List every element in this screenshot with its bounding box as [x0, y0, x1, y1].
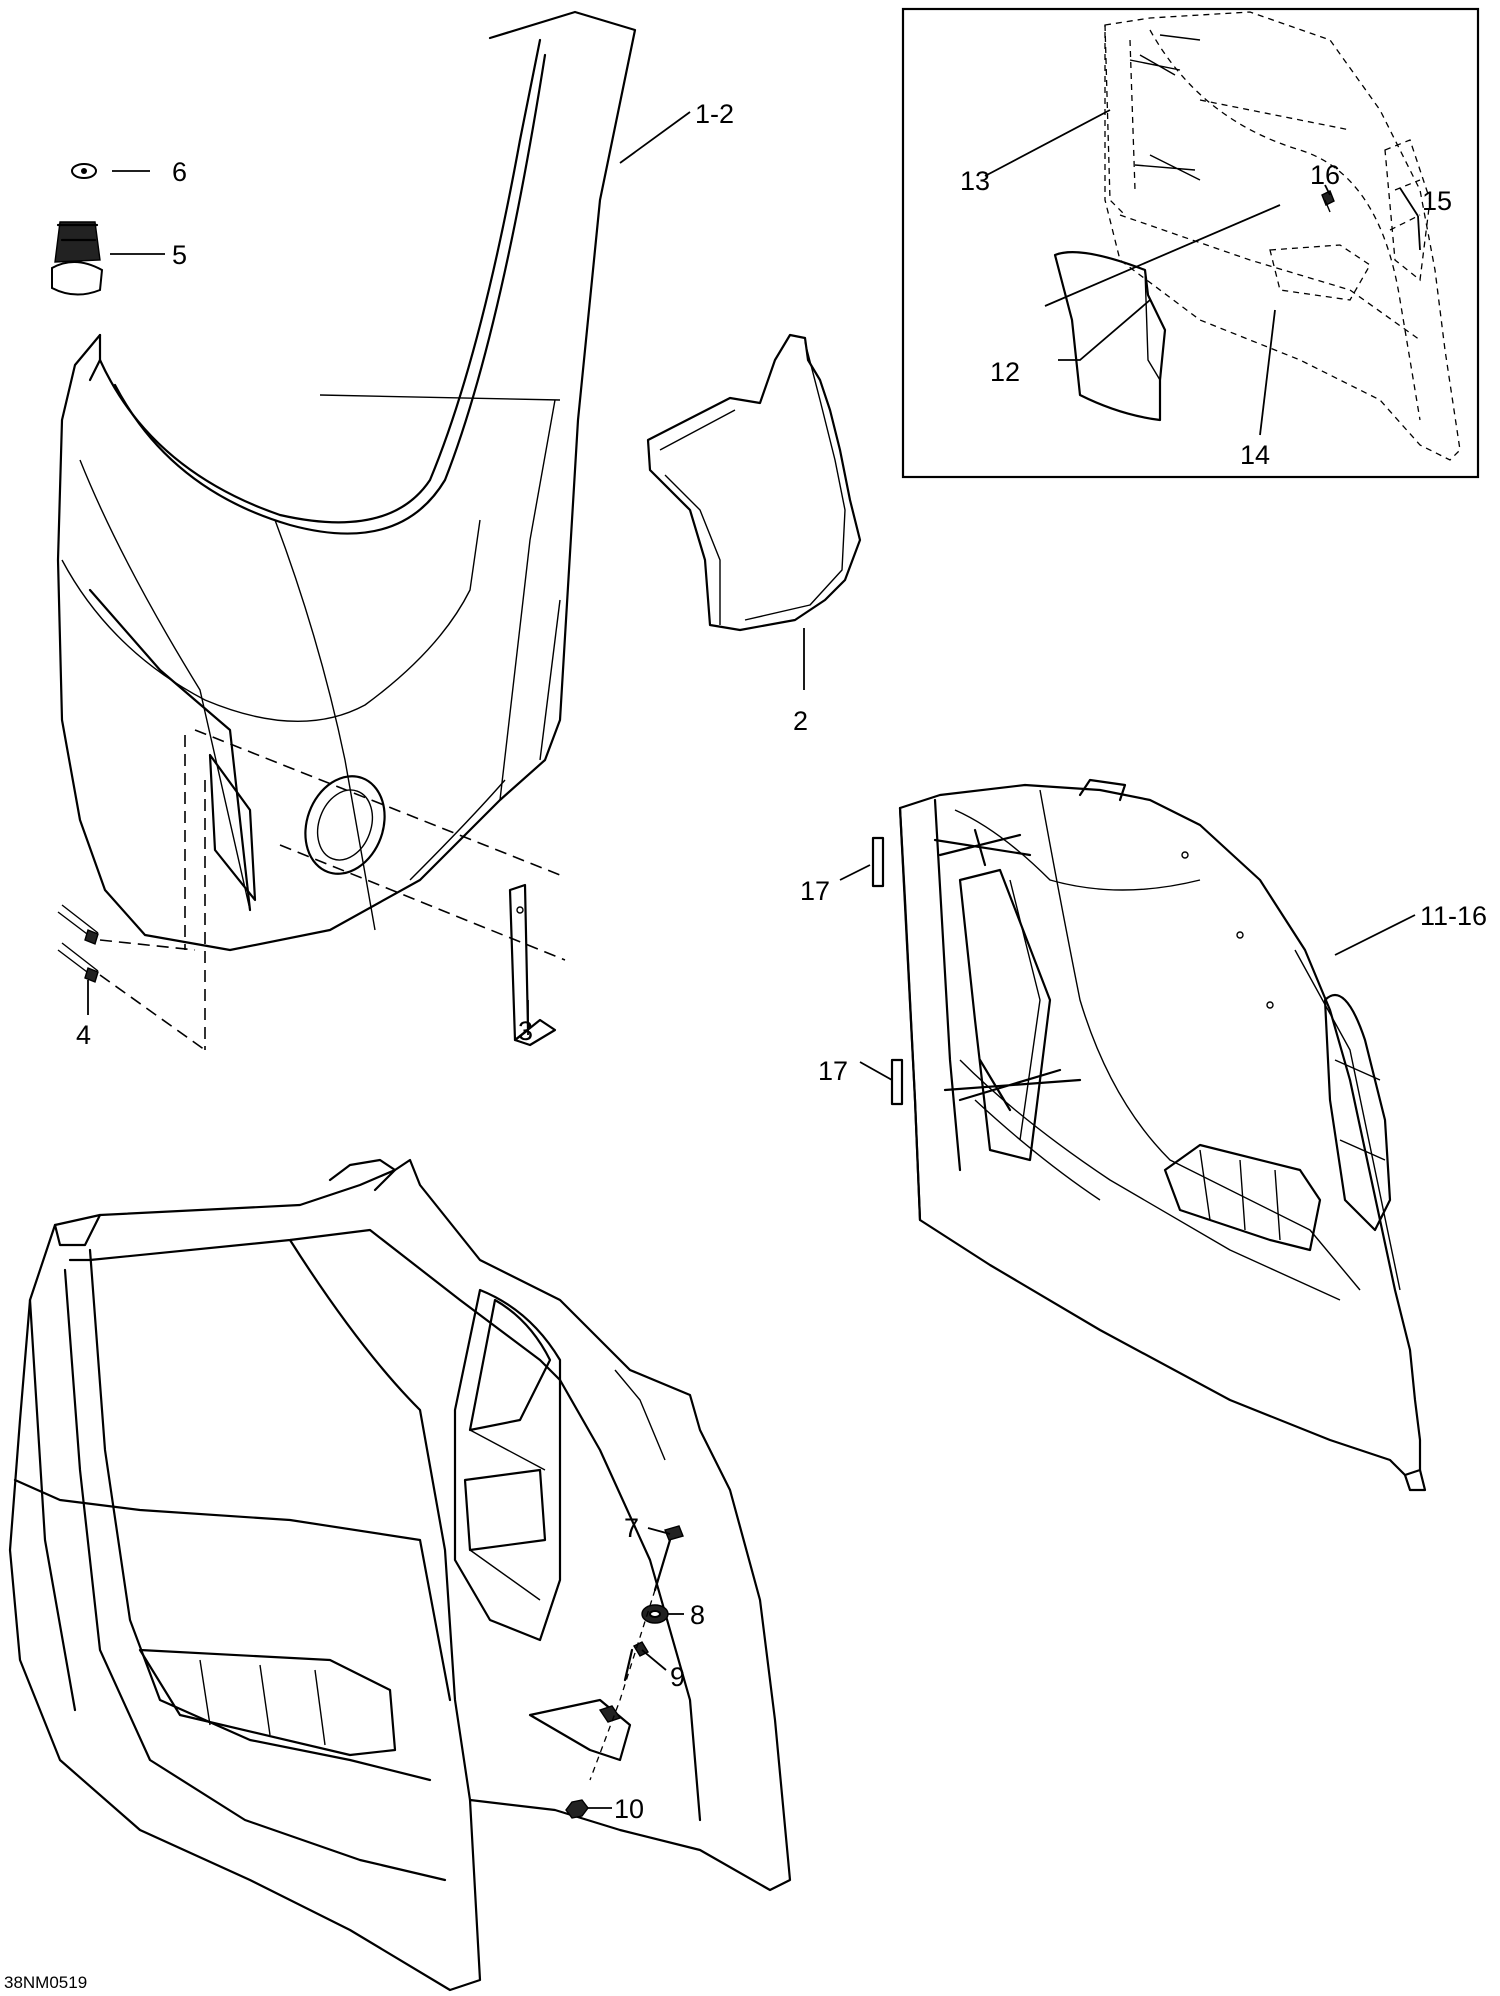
hood-panel: [56, 10, 637, 952]
callout-label: 10: [614, 1794, 644, 1824]
callout-label: 7: [624, 1513, 639, 1543]
callout-label: 5: [172, 240, 187, 270]
inset-fastener: [1321, 190, 1335, 213]
push-cap: [71, 163, 97, 179]
seal-strips: [871, 836, 904, 1106]
callout-label: 17: [800, 876, 830, 906]
callout-label: 1-2: [695, 99, 734, 129]
inset-frame: [901, 7, 1480, 479]
push-button: [51, 221, 104, 296]
callout-label: 16: [1310, 160, 1340, 190]
callout-label: 12: [990, 357, 1020, 387]
side-panel-assembly: [898, 778, 1427, 1492]
fasteners-7-10: [565, 1525, 684, 1819]
callout-label: 13: [960, 166, 990, 196]
inset-pad: [1053, 251, 1167, 422]
callout-label: 17: [818, 1056, 848, 1086]
callout-label: 4: [76, 1020, 91, 1050]
callout-leaders: [87, 109, 1421, 1809]
insulation-pad: [646, 333, 862, 632]
callout-labels: 1-2 2 3 4 5 6 7 8 9 10 11-16 12 13 14 15…: [4, 99, 1487, 1992]
document-id: 38NM0519: [4, 1973, 87, 1992]
callout-label: 2: [793, 706, 808, 736]
callout-label: 9: [670, 1662, 685, 1692]
callout-label: 15: [1422, 186, 1452, 216]
hood-pins: [57, 904, 99, 983]
callout-label: 11-16: [1420, 901, 1487, 931]
hood-assembly-lines: [99, 729, 566, 1051]
inset-side-panel: [1104, 11, 1461, 461]
callout-label: 14: [1240, 440, 1270, 470]
callout-label: 6: [172, 157, 187, 187]
callout-label: 3: [518, 1016, 533, 1046]
front-body-panel: [8, 1158, 792, 1992]
callout-label: 8: [690, 1600, 705, 1630]
